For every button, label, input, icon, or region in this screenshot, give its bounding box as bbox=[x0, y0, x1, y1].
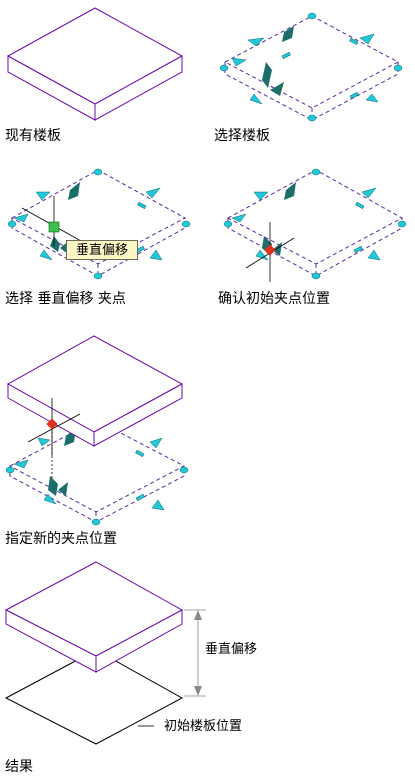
result-slab bbox=[4, 561, 206, 745]
caption-confirm-grip: 确认初始夹点位置 bbox=[218, 291, 330, 307]
caption-select-slab: 选择楼板 bbox=[214, 128, 270, 144]
caption-new-grip: 指定新的夹点位置 bbox=[5, 531, 117, 547]
new-grip-slab bbox=[5, 335, 189, 526]
confirm-grip-slab bbox=[223, 168, 407, 282]
caption-select-grip: 选择 垂直偏移 夹点 bbox=[5, 291, 126, 307]
grip-tooltip: 垂直偏移 bbox=[66, 240, 138, 260]
caption-result: 结果 bbox=[5, 759, 33, 775]
caption-existing-slab: 现有楼板 bbox=[5, 128, 61, 144]
existing-slab bbox=[6, 7, 184, 121]
initial-position-label: 初始楼板位置 bbox=[164, 719, 243, 734]
vertical-offset-label: 垂直偏移 bbox=[205, 642, 258, 657]
selected-slab bbox=[219, 12, 403, 122]
select-grip-slab bbox=[7, 168, 191, 280]
